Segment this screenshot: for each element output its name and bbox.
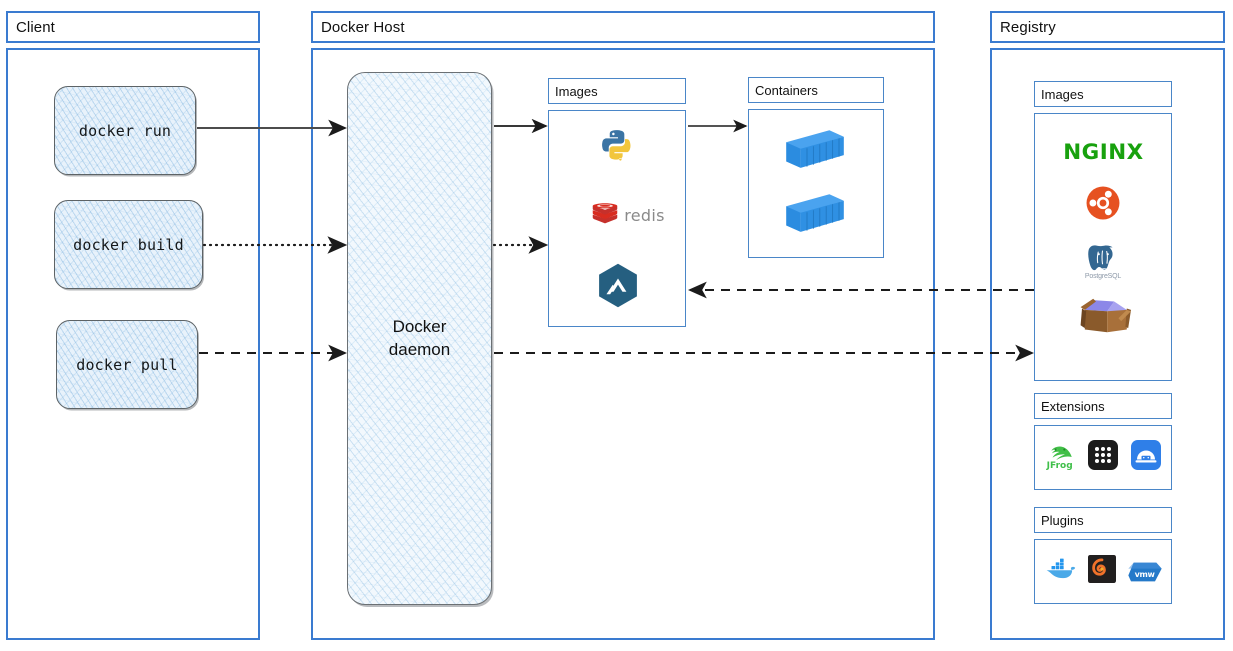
- package-box-icon: [1074, 290, 1132, 340]
- panel-title-host-images: Images: [548, 78, 686, 104]
- ubuntu-icon: [1083, 183, 1123, 223]
- container-icon: [782, 188, 848, 238]
- zone-title-registry: Registry: [990, 11, 1225, 43]
- grid-apps-icon: [1087, 440, 1118, 475]
- vmware-label: vmw: [1134, 569, 1155, 579]
- zone-title-client: Client: [6, 11, 260, 43]
- nginx-icon: NGINX: [1034, 134, 1172, 170]
- plugins-icon-row: vmw: [1038, 545, 1168, 598]
- zone-title-docker-host-label: Docker Host: [321, 18, 405, 36]
- command-label: docker pull: [76, 355, 178, 374]
- nginx-label: NGINX: [1062, 140, 1144, 164]
- postgresql-label: PostgreSQL: [1084, 273, 1122, 280]
- zone-title-docker-host: Docker Host: [311, 11, 935, 43]
- panel-title-containers: Containers: [748, 77, 884, 103]
- command-box-docker-run[interactable]: docker run: [54, 86, 196, 175]
- redis-icon: redis: [588, 198, 668, 232]
- panel-title-label: Images: [555, 83, 598, 99]
- grafana-icon: [1087, 555, 1116, 588]
- command-box-docker-pull[interactable]: docker pull: [56, 320, 198, 409]
- jfrog-label: JFrog: [1046, 461, 1073, 471]
- python-icon: [596, 125, 640, 169]
- zone-title-registry-label: Registry: [1000, 18, 1056, 36]
- command-box-docker-build[interactable]: docker build: [54, 200, 203, 289]
- panel-title-label: Extensions: [1041, 398, 1105, 414]
- docker-whale-icon: [1043, 557, 1077, 586]
- redis-label: redis: [624, 205, 665, 225]
- command-label: docker build: [73, 235, 184, 254]
- alpine-icon: [596, 261, 640, 309]
- zone-title-client-label: Client: [16, 18, 55, 36]
- command-label: docker run: [78, 121, 172, 140]
- docker-daemon-label: Docker daemon: [388, 316, 451, 359]
- jfrog-icon: JFrog: [1045, 444, 1075, 471]
- panel-title-plugins: Plugins: [1034, 507, 1172, 533]
- postgresql-icon: PostgreSQL: [1076, 238, 1130, 284]
- disk-usage-icon: [1131, 440, 1162, 475]
- panel-title-label: Images: [1041, 86, 1084, 102]
- vmware-icon: vmw: [1127, 559, 1163, 585]
- panel-title-label: Containers: [755, 82, 818, 98]
- panel-title-extensions: Extensions: [1034, 393, 1172, 419]
- container-icon: [782, 124, 848, 174]
- extensions-icon-row: JFrog: [1038, 430, 1168, 485]
- panel-title-label: Plugins: [1041, 512, 1084, 528]
- docker-daemon-box[interactable]: Docker daemon: [347, 72, 492, 605]
- panel-title-registry-images: Images: [1034, 81, 1172, 107]
